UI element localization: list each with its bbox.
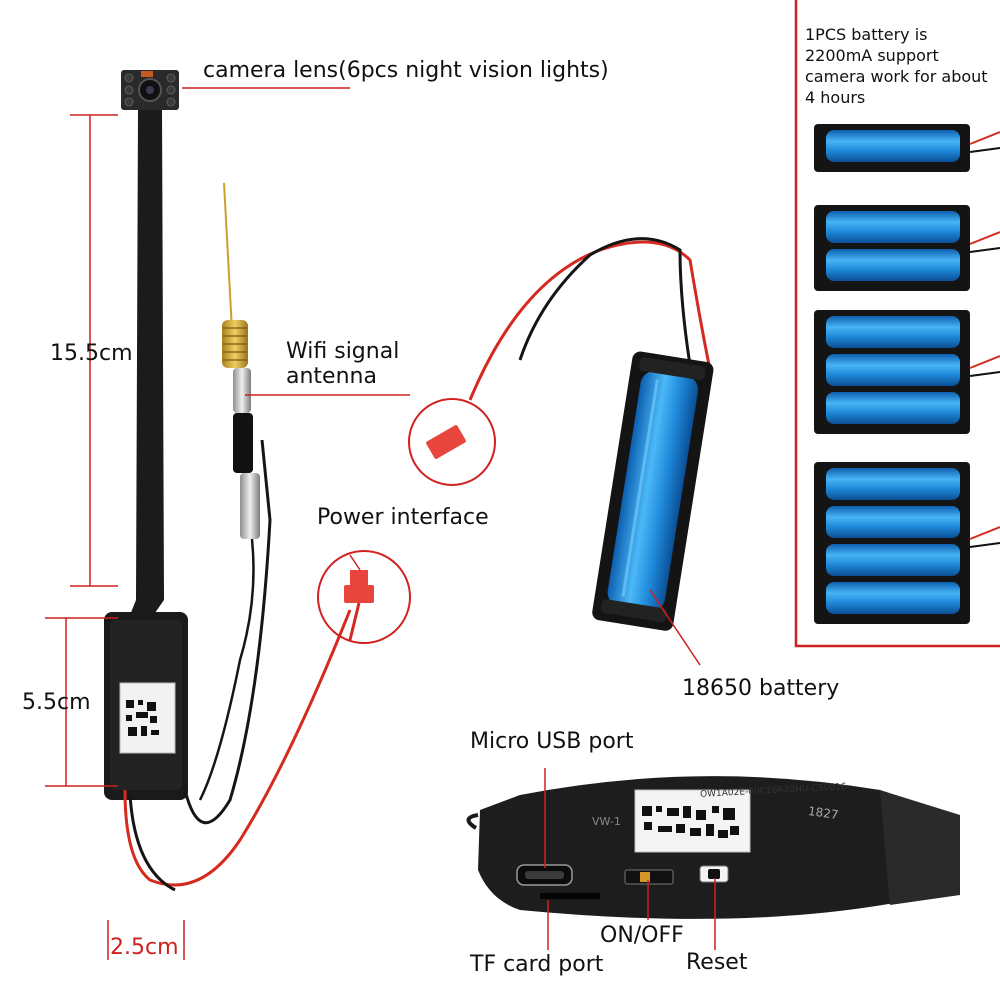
- battery-cell: [826, 582, 960, 614]
- battery-cell: [826, 130, 960, 162]
- battery-cell: [826, 354, 960, 386]
- board-length-label: 5.5cm: [22, 690, 91, 715]
- red-wire: [969, 231, 1000, 245]
- black-wire: [969, 147, 1000, 153]
- camera-lens-label: camera lens(6pcs night vision lights): [203, 58, 609, 83]
- battery-cell: [826, 392, 960, 424]
- tf-card-label: TF card port: [470, 952, 604, 977]
- battery-pack-list: [814, 124, 1000, 624]
- callout-lines: [182, 87, 716, 950]
- battery-label: 18650 battery: [682, 676, 840, 701]
- power-connector: [344, 570, 374, 641]
- black-wire: [969, 247, 1000, 253]
- battery-note: 1PCS battery is 2200mA support camera wo…: [805, 25, 988, 107]
- red-wire: [969, 526, 1000, 540]
- board-width-label: 2.5cm: [110, 935, 179, 960]
- battery-cell: [826, 544, 960, 576]
- wifi-antenna: [198, 182, 260, 801]
- flex-cable: [128, 110, 164, 620]
- tf-card-slot: [540, 893, 600, 899]
- battery-cell: [826, 506, 960, 538]
- battery-cell: [826, 468, 960, 500]
- wifi-antenna-label-line2: antenna: [286, 364, 377, 389]
- battery-cell: [826, 249, 960, 281]
- battery-pack-panel: [794, 0, 1000, 648]
- on-off-label: ON/OFF: [600, 923, 684, 948]
- reset-label: Reset: [686, 950, 748, 975]
- wifi-antenna-label-line1: Wifi signal: [286, 339, 400, 364]
- power-interface-label: Power interface: [317, 505, 489, 530]
- battery-cell: [826, 211, 960, 243]
- battery-pack-1-cell: [814, 124, 1000, 172]
- board-closeup: [466, 776, 960, 919]
- battery-pack-3-cell: [814, 310, 1000, 434]
- battery-connector-callout: [408, 398, 496, 486]
- board-model-text: VW-1: [592, 815, 621, 828]
- main-board: [104, 612, 188, 800]
- single-battery-holder: [468, 237, 714, 631]
- red-wire: [969, 131, 1000, 145]
- battery-pack-2-cell: [814, 205, 1000, 291]
- cable-length-label: 15.5cm: [50, 341, 133, 366]
- micro-usb-label: Micro USB port: [470, 729, 634, 754]
- battery-cell: [826, 316, 960, 348]
- black-wire: [969, 371, 1000, 377]
- battery-pack-4-cell: [814, 462, 1000, 624]
- power-connector-callout: [317, 550, 411, 644]
- black-wire: [969, 542, 1000, 548]
- dimension-lines: [45, 114, 185, 960]
- red-wire: [969, 355, 1000, 369]
- battery-connector: [426, 425, 466, 459]
- camera-module: [121, 70, 179, 110]
